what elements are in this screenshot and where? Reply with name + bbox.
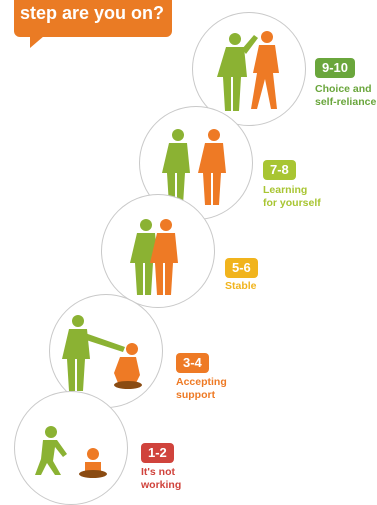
step-5-6-circle	[101, 194, 215, 308]
header-speech-bubble	[14, 0, 172, 37]
step-1-2-label-line1: It's not	[141, 466, 175, 478]
step-5-6-figures-illustration	[130, 219, 178, 295]
step-1-2-badge: 1-2	[141, 443, 174, 463]
step-9-10-badge: 9-10	[315, 58, 356, 78]
step-5-6-badge: 5-6	[225, 258, 258, 278]
step-1-2-label: It's not working	[141, 466, 181, 492]
step-7-8-figures-illustration	[162, 129, 226, 205]
step-9-10-label: Choice and self-reliance	[315, 83, 376, 109]
step-1-2-circle	[14, 391, 128, 505]
step-7-8-label: Learning for yourself	[263, 184, 321, 210]
step-9-10-label-line2: self-reliance	[315, 96, 377, 108]
step-9-10-circle	[192, 12, 306, 126]
step-5-6-label: Stable	[225, 280, 257, 293]
step-5-6-label-line1: Stable	[225, 280, 257, 292]
step-3-4-label-line1: Accepting	[176, 376, 227, 388]
step-3-4-label: Accepting support	[176, 376, 227, 402]
step-3-4-label-line2: support	[176, 389, 216, 401]
step-9-10-label-line1: Choice and	[315, 83, 372, 95]
step-7-8-label-line1: Learning	[263, 184, 308, 196]
step-9-10-figures-illustration	[217, 31, 279, 111]
step-1-2-figures-illustration	[35, 426, 107, 478]
speech-bubble-tail	[30, 36, 44, 48]
step-7-8-label-line2: for yourself	[263, 197, 321, 209]
step-3-4-badge: 3-4	[176, 353, 209, 373]
step-3-4-figures-illustration	[62, 315, 142, 391]
step-1-2-label-line2: working	[141, 479, 182, 491]
header-text: step are you on?	[20, 3, 165, 23]
step-7-8-badge: 7-8	[263, 160, 296, 180]
